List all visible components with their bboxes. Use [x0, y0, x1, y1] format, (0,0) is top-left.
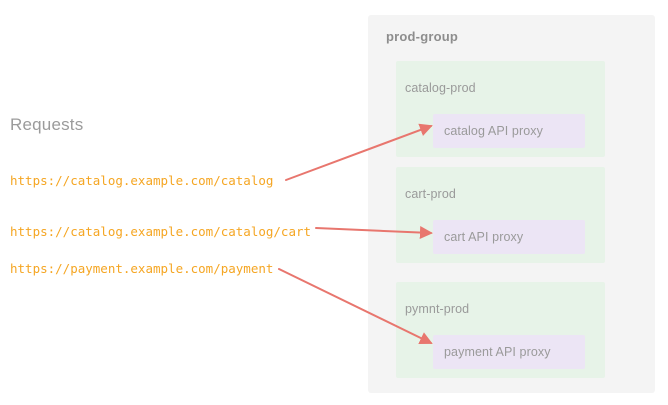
proxy-box-cart-api-proxy: cart API proxy	[433, 220, 585, 254]
requests-heading: Requests	[10, 115, 84, 134]
prod-group-label: prod-group	[386, 29, 459, 44]
proxy-label-catalog-api-proxy: catalog API proxy	[444, 124, 543, 138]
request-url-payment: https://payment.example.com/payment	[10, 261, 274, 276]
sub-group-cart-prod: cart-prod cart API proxy	[396, 167, 605, 263]
prod-group-panel: prod-group catalog-prod catalog API prox…	[368, 15, 655, 393]
proxy-box-catalog-api-proxy: catalog API proxy	[433, 114, 585, 148]
proxy-label-cart-api-proxy: cart API proxy	[444, 230, 524, 244]
sub-group-label-cart-prod: cart-prod	[405, 187, 456, 201]
sub-group-catalog-prod: catalog-prod catalog API proxy	[396, 61, 605, 157]
proxy-label-payment-api-proxy: payment API proxy	[444, 345, 551, 359]
sub-group-label-pymnt-prod: pymnt-prod	[405, 302, 470, 316]
request-url-catalog: https://catalog.example.com/catalog	[10, 173, 274, 188]
proxy-box-payment-api-proxy: payment API proxy	[433, 335, 585, 369]
sub-group-label-catalog-prod: catalog-prod	[405, 81, 476, 95]
sub-group-pymnt-prod: pymnt-prod payment API proxy	[396, 282, 605, 378]
request-url-cart: https://catalog.example.com/catalog/cart	[10, 224, 312, 239]
